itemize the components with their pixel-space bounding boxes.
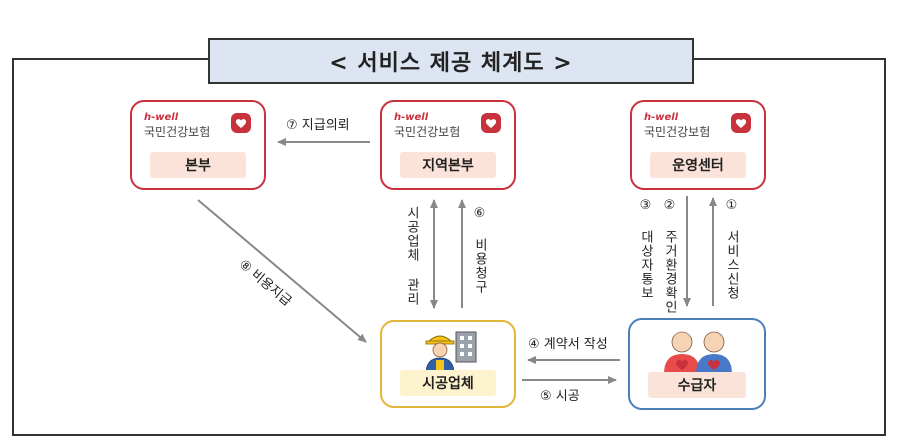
edge-mgmt-label: 시공업체 관리 <box>404 206 419 306</box>
node-regional: h-well 국민건강보험 지역본부 <box>380 100 516 190</box>
edge-e2-label: ② 주거환경확인 <box>662 198 677 314</box>
nhis-logo: h-well 국민건강보험 <box>644 112 710 140</box>
node-regional-label: 지역본부 <box>400 152 496 178</box>
nhis-logo: h-well 국민건강보험 <box>144 112 210 140</box>
edge-e3-label: ③ 대상자통보 <box>638 198 653 300</box>
nhis-logo: h-well 국민건강보험 <box>394 112 460 140</box>
node-contractor: 시공업체 <box>380 320 516 408</box>
edge-e6-label: ⑥ 비용청구 <box>472 206 487 294</box>
heart-icon <box>481 113 501 133</box>
heart-icon <box>231 113 251 133</box>
logo-org: 국민건강보험 <box>144 125 211 139</box>
node-contractor-label: 시공업체 <box>400 370 496 396</box>
diagram-title: < 서비스 제공 체계도 > <box>208 38 694 84</box>
logo-brand: h-well <box>144 112 179 123</box>
edge-e1-label: ① 서비스신청 <box>724 198 739 300</box>
construction-worker-icon <box>425 331 477 374</box>
logo-org: 국민건강보험 <box>644 125 711 139</box>
node-hq: h-well 국민건강보험 본부 <box>130 100 266 190</box>
logo-org: 국민건강보험 <box>394 125 461 139</box>
node-recipient: 수급자 <box>628 318 766 410</box>
node-operation-label: 운영센터 <box>650 152 746 178</box>
heart-icon <box>731 113 751 133</box>
logo-brand: h-well <box>394 112 429 123</box>
elderly-couple-icon <box>664 331 732 374</box>
node-operation: h-well 국민건강보험 운영센터 <box>630 100 766 190</box>
edge-e7-label: ⑦ 지급의뢰 <box>286 118 350 133</box>
node-hq-label: 본부 <box>150 152 246 178</box>
edge-e8-arrow <box>197 199 367 343</box>
node-recipient-label: 수급자 <box>648 372 746 398</box>
logo-brand: h-well <box>644 112 679 123</box>
edge-e4-label: ④ 계약서 작성 <box>528 337 608 352</box>
edge-e5-label: ⑤ 시공 <box>540 389 580 404</box>
